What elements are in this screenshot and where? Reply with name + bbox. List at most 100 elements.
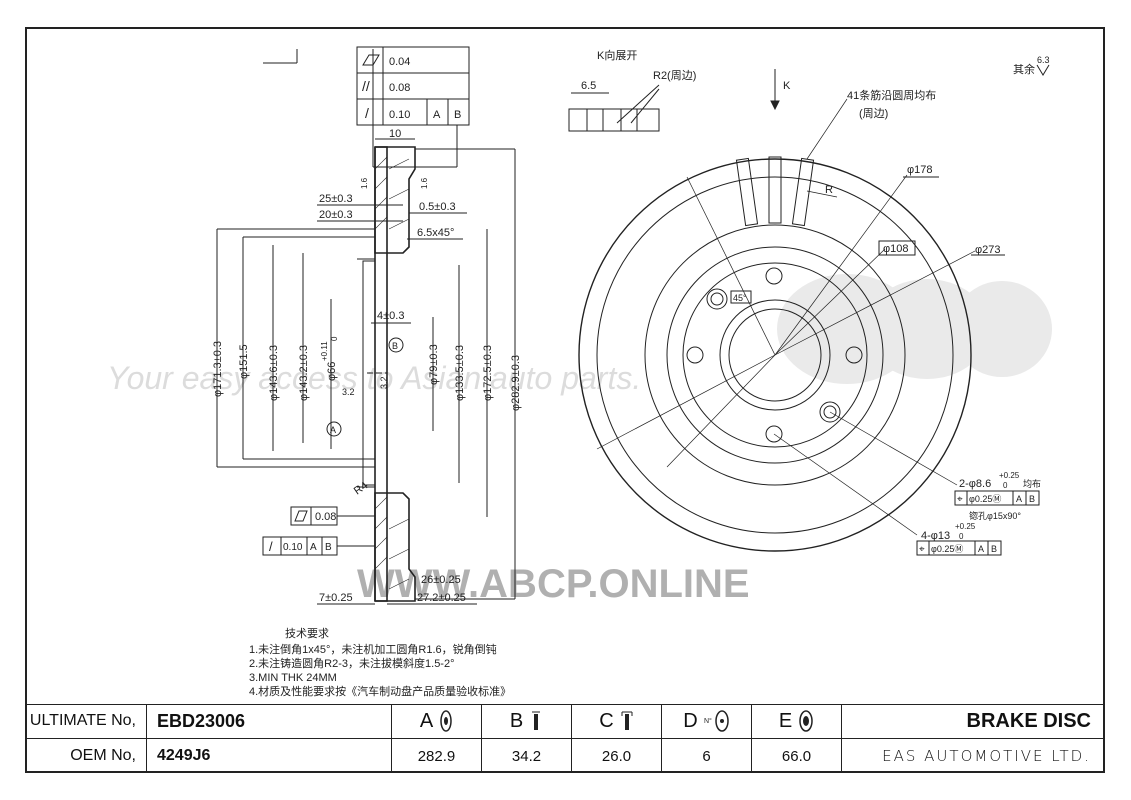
tol-parallelism: 0.08 <box>389 82 410 94</box>
title-row-oem: OEM No, 4249J6 282.9 34.2 26.0 6 66.0 EA… <box>25 739 1105 773</box>
holes2-tol: +0.25 <box>955 522 976 531</box>
k-label: K <box>783 80 791 92</box>
note-3: 3.MIN THK 24MM <box>249 672 337 684</box>
tol-runout-datum-a: A <box>433 109 441 121</box>
tol-flatness: 0.04 <box>389 56 410 68</box>
dim-r4: R4 <box>352 480 370 498</box>
dim-143-6: φ143.6±0.3 <box>268 345 280 401</box>
tol-runout-2-b: B <box>325 542 332 553</box>
dim-chamfer: 6.5x45° <box>417 227 454 239</box>
dim-108: φ108 <box>883 243 909 255</box>
ribs-label-1: 41条筋沿圆周均布 <box>847 88 936 102</box>
note-4: 4.材质及性能要求按《汽车制动盘产品质量验收标准》 <box>249 684 511 698</box>
roughness-icon <box>1036 64 1050 76</box>
flatness-icon-2 <box>294 510 308 522</box>
holes2-d1: A <box>978 544 984 554</box>
dim-d-value: 6 <box>662 739 752 773</box>
countersink-label: 锪孔φ15x90° <box>969 510 1021 521</box>
front-view: K 其余 6.3 41条筋沿圆周均布 (周边) φ <box>578 55 1050 556</box>
dim-e-letter: E <box>778 709 793 732</box>
dim-282: φ282.9±0.3 <box>510 355 522 411</box>
position-icon-1: ⌖ <box>957 494 963 505</box>
angle-45: 45° <box>733 293 747 303</box>
dim-151: φ151.5 <box>238 344 250 379</box>
notes-title: 技术要求 <box>285 627 329 640</box>
dim-b-letter: B <box>509 709 524 732</box>
holes1-tol2: 0 <box>1003 481 1008 490</box>
datum-a-label: A <box>330 425 336 435</box>
k-view-label: K向展开 <box>597 48 637 62</box>
min-thickness-icon <box>621 711 633 730</box>
dim-27: 27.2±0.25 <box>417 592 466 604</box>
dim-a-header: A <box>392 704 482 738</box>
dim-25: 25±0.3 <box>319 193 353 205</box>
center-bore-icon <box>799 710 813 732</box>
holes1-d1: A <box>1016 494 1022 504</box>
technical-notes: 技术要求 1.未注倒角1x45°，未注机加工圆角R1.6，锐角倒钝 2.未注铸造… <box>249 627 511 698</box>
dim-10: 10 <box>389 128 401 140</box>
dim-0-5: 0.5±0.3 <box>419 201 456 213</box>
holes1-tol: +0.25 <box>999 471 1020 480</box>
k-view-detail: K向展开 R2(周边) 6.5 <box>568 48 696 132</box>
dim-a-letter: A <box>419 709 434 732</box>
dim-26: 26±0.25 <box>421 574 461 586</box>
datum-a-marker <box>326 421 342 437</box>
dim-133: φ133.5±0.3 <box>454 345 466 401</box>
dim-side-b: 1.6 <box>420 177 429 189</box>
dim-178: φ178 <box>907 164 933 176</box>
r2-label: R2(周边) <box>653 69 696 82</box>
holes1-d2: B <box>1029 494 1035 504</box>
dim-e-header: E <box>752 704 842 738</box>
ultimate-value: EBD23006 <box>147 704 392 738</box>
runout-icon: / <box>365 105 369 121</box>
disc-diameter-icon <box>440 710 452 732</box>
title-row-ultimate: ULTIMATE No, EBD23006 A B C D N° E BRAKE… <box>25 704 1105 738</box>
flatness-icon <box>362 54 380 66</box>
datum-b-label: B <box>392 341 398 351</box>
dim-79: φ79±0.3 <box>428 344 440 385</box>
holes2-d2: B <box>991 544 997 554</box>
note-2: 2.未注铸造圆角R2-3，未注拔模斜度1.5-2° <box>249 656 455 670</box>
dim-171: φ171.3±0.3 <box>212 341 224 397</box>
watermark: Your easy access to Asian auto parts. WW… <box>107 274 1052 606</box>
dim-side-a: 1.6 <box>360 177 369 189</box>
rough-b: 3.2 <box>379 376 389 389</box>
eas-logo-watermark <box>777 274 1052 384</box>
dim-66-tol: +0.11 <box>320 341 329 361</box>
dim-b-header: B <box>482 704 572 738</box>
dim-a-value: 282.9 <box>392 739 482 773</box>
holes1-pos: φ0.25Ⓜ <box>969 494 1001 504</box>
dim-66-tol2: 0 <box>330 336 339 341</box>
dim-d-header: D N° <box>662 704 752 738</box>
parallelism-icon: // <box>362 78 370 94</box>
dim-e-value: 66.0 <box>752 739 842 773</box>
bolt-holes-icon: N° <box>704 710 729 732</box>
holes2-label: 4-φ13 <box>921 530 950 542</box>
product-title: BRAKE DISC <box>966 709 1091 732</box>
position-icon-2: ⌖ <box>919 544 925 555</box>
runout-icon-2: / <box>269 539 273 554</box>
roughness-value: 6.3 <box>1037 55 1050 65</box>
oem-value: 4249J6 <box>147 739 392 773</box>
dim-b-value: 34.2 <box>482 739 572 773</box>
ribs-label-2: (周边) <box>859 107 888 120</box>
holes1-label: 2-φ8.6 <box>959 478 991 490</box>
dim-c-value: 26.0 <box>572 739 662 773</box>
holes1-suffix: 均布 <box>1023 478 1041 489</box>
dim-66: φ66 <box>326 362 338 381</box>
drawing-sheet: Your easy access to Asian auto parts. WW… <box>25 27 1105 773</box>
holes2-pos: φ0.25Ⓜ <box>931 544 963 554</box>
svg-text:N°: N° <box>704 717 712 725</box>
dim-172: φ172.5±0.3 <box>482 345 494 401</box>
holes2-tol2: 0 <box>959 532 964 541</box>
tol-runout-2-a: A <box>310 542 317 553</box>
title-block: ULTIMATE No, EBD23006 A B C D N° E BRAKE… <box>25 704 1105 773</box>
company-name: EAS AUTOMOTIVE LTD. <box>882 747 1091 765</box>
tol-runout: 0.10 <box>389 109 410 121</box>
dim-143-2: φ143.2±0.3 <box>298 345 310 401</box>
tol-runout-2: 0.10 <box>283 542 303 553</box>
dim-273: φ273 <box>975 244 1001 256</box>
dim-7: 7±0.25 <box>319 592 353 604</box>
dim-d-letter: D <box>683 709 698 732</box>
note-1: 1.未注倒角1x45°，未注机加工圆角R1.6，锐角倒钝 <box>249 642 497 656</box>
